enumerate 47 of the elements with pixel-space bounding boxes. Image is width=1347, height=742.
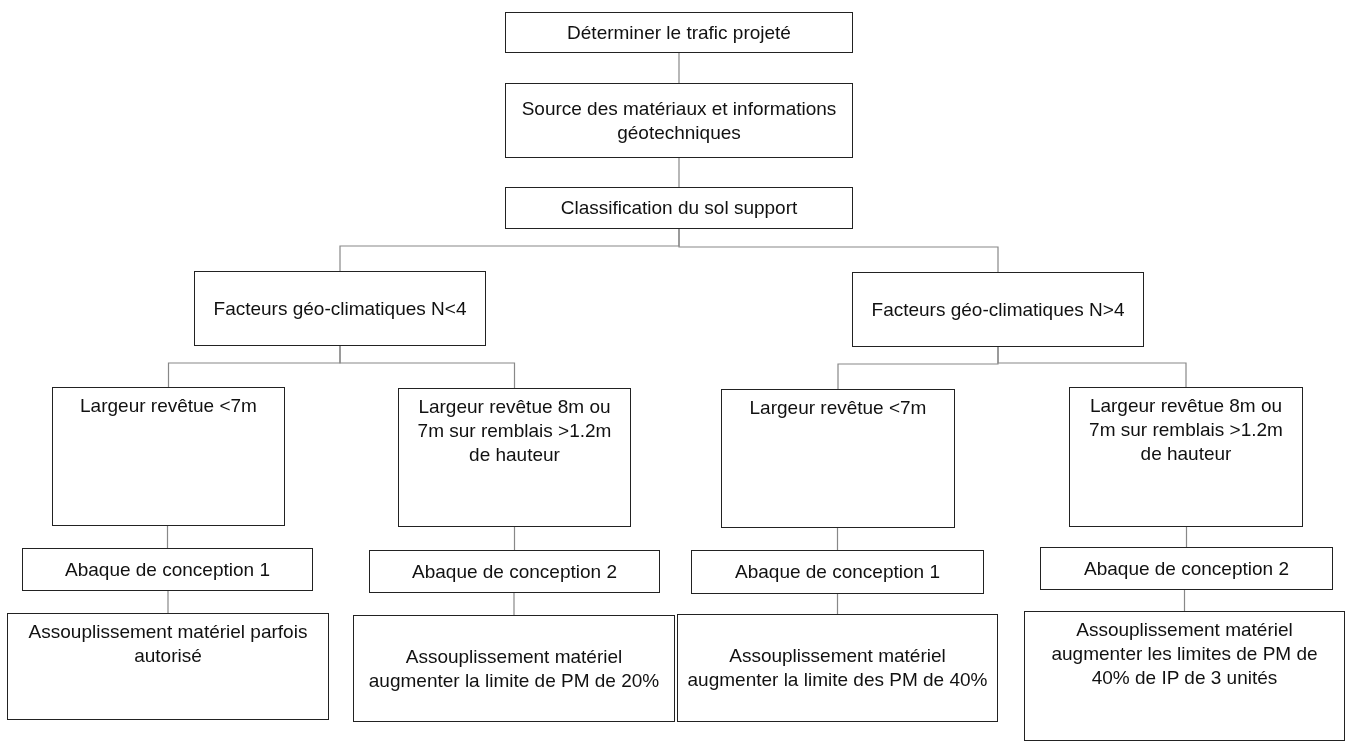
box-text: Facteurs géo-climatiques N>4 [871,297,1125,322]
connector-line [836,593,839,615]
process-box [1024,611,1345,741]
box-text: Assouplissement matériel parfois autorisé [27,620,309,668]
connector-line [678,52,680,84]
box-text: Source des matériaux et informations géotechniques [520,96,838,145]
process-box [22,548,313,591]
process-box [505,83,853,158]
box-text: Largeur revêtue 8m ou 7m sur remblais >1.2m de hauteur [416,395,613,467]
box-text: Largeur revêtue <7m [749,396,927,420]
connector-line [1183,589,1186,612]
box-text: Largeur revêtue <7m [80,394,257,418]
connector-line [167,590,169,614]
box-text: Assouplissement matériel augmenter la limite des PM de 40% [686,644,989,692]
connector-line [166,525,169,549]
connector-line [678,157,680,188]
box-text: Assouplissement matériel augmenter les limites de PM de 40% de IP de 3 unités [1050,618,1319,690]
connector-line [513,592,515,616]
process-box [1040,547,1333,590]
box-text: Abaque de conception 1 [735,560,940,584]
box-text: Classification du sol support [560,196,798,220]
box-text: Déterminer le trafic projeté [567,20,791,45]
process-box [691,550,984,594]
connector-line [678,228,999,273]
process-box [398,388,631,527]
box-text: Largeur revêtue 8m ou 7m sur remblais >1.2m de hauteur [1088,394,1284,466]
connector-line [1185,526,1188,548]
connector-line [997,346,1187,388]
process-box [7,613,329,720]
process-box [505,12,853,53]
box-text: Abaque de conception 2 [1084,556,1289,581]
box-text: Facteurs géo-climatiques N<4 [213,296,467,321]
process-box [852,272,1144,347]
process-box [721,389,955,528]
process-box [369,550,660,593]
box-text: Assouplissement matériel augmenter la limite de PM de 20% [367,644,661,693]
process-box [194,271,486,346]
box-text: Abaque de conception 2 [412,559,617,584]
connector-line [836,527,839,551]
process-box [1069,387,1303,527]
connector-line [339,345,516,389]
process-box [677,614,998,722]
box-text: Abaque de conception 1 [65,557,270,582]
process-box [52,387,285,526]
process-box [353,615,675,722]
process-box [505,187,853,229]
connector-line [513,526,516,551]
